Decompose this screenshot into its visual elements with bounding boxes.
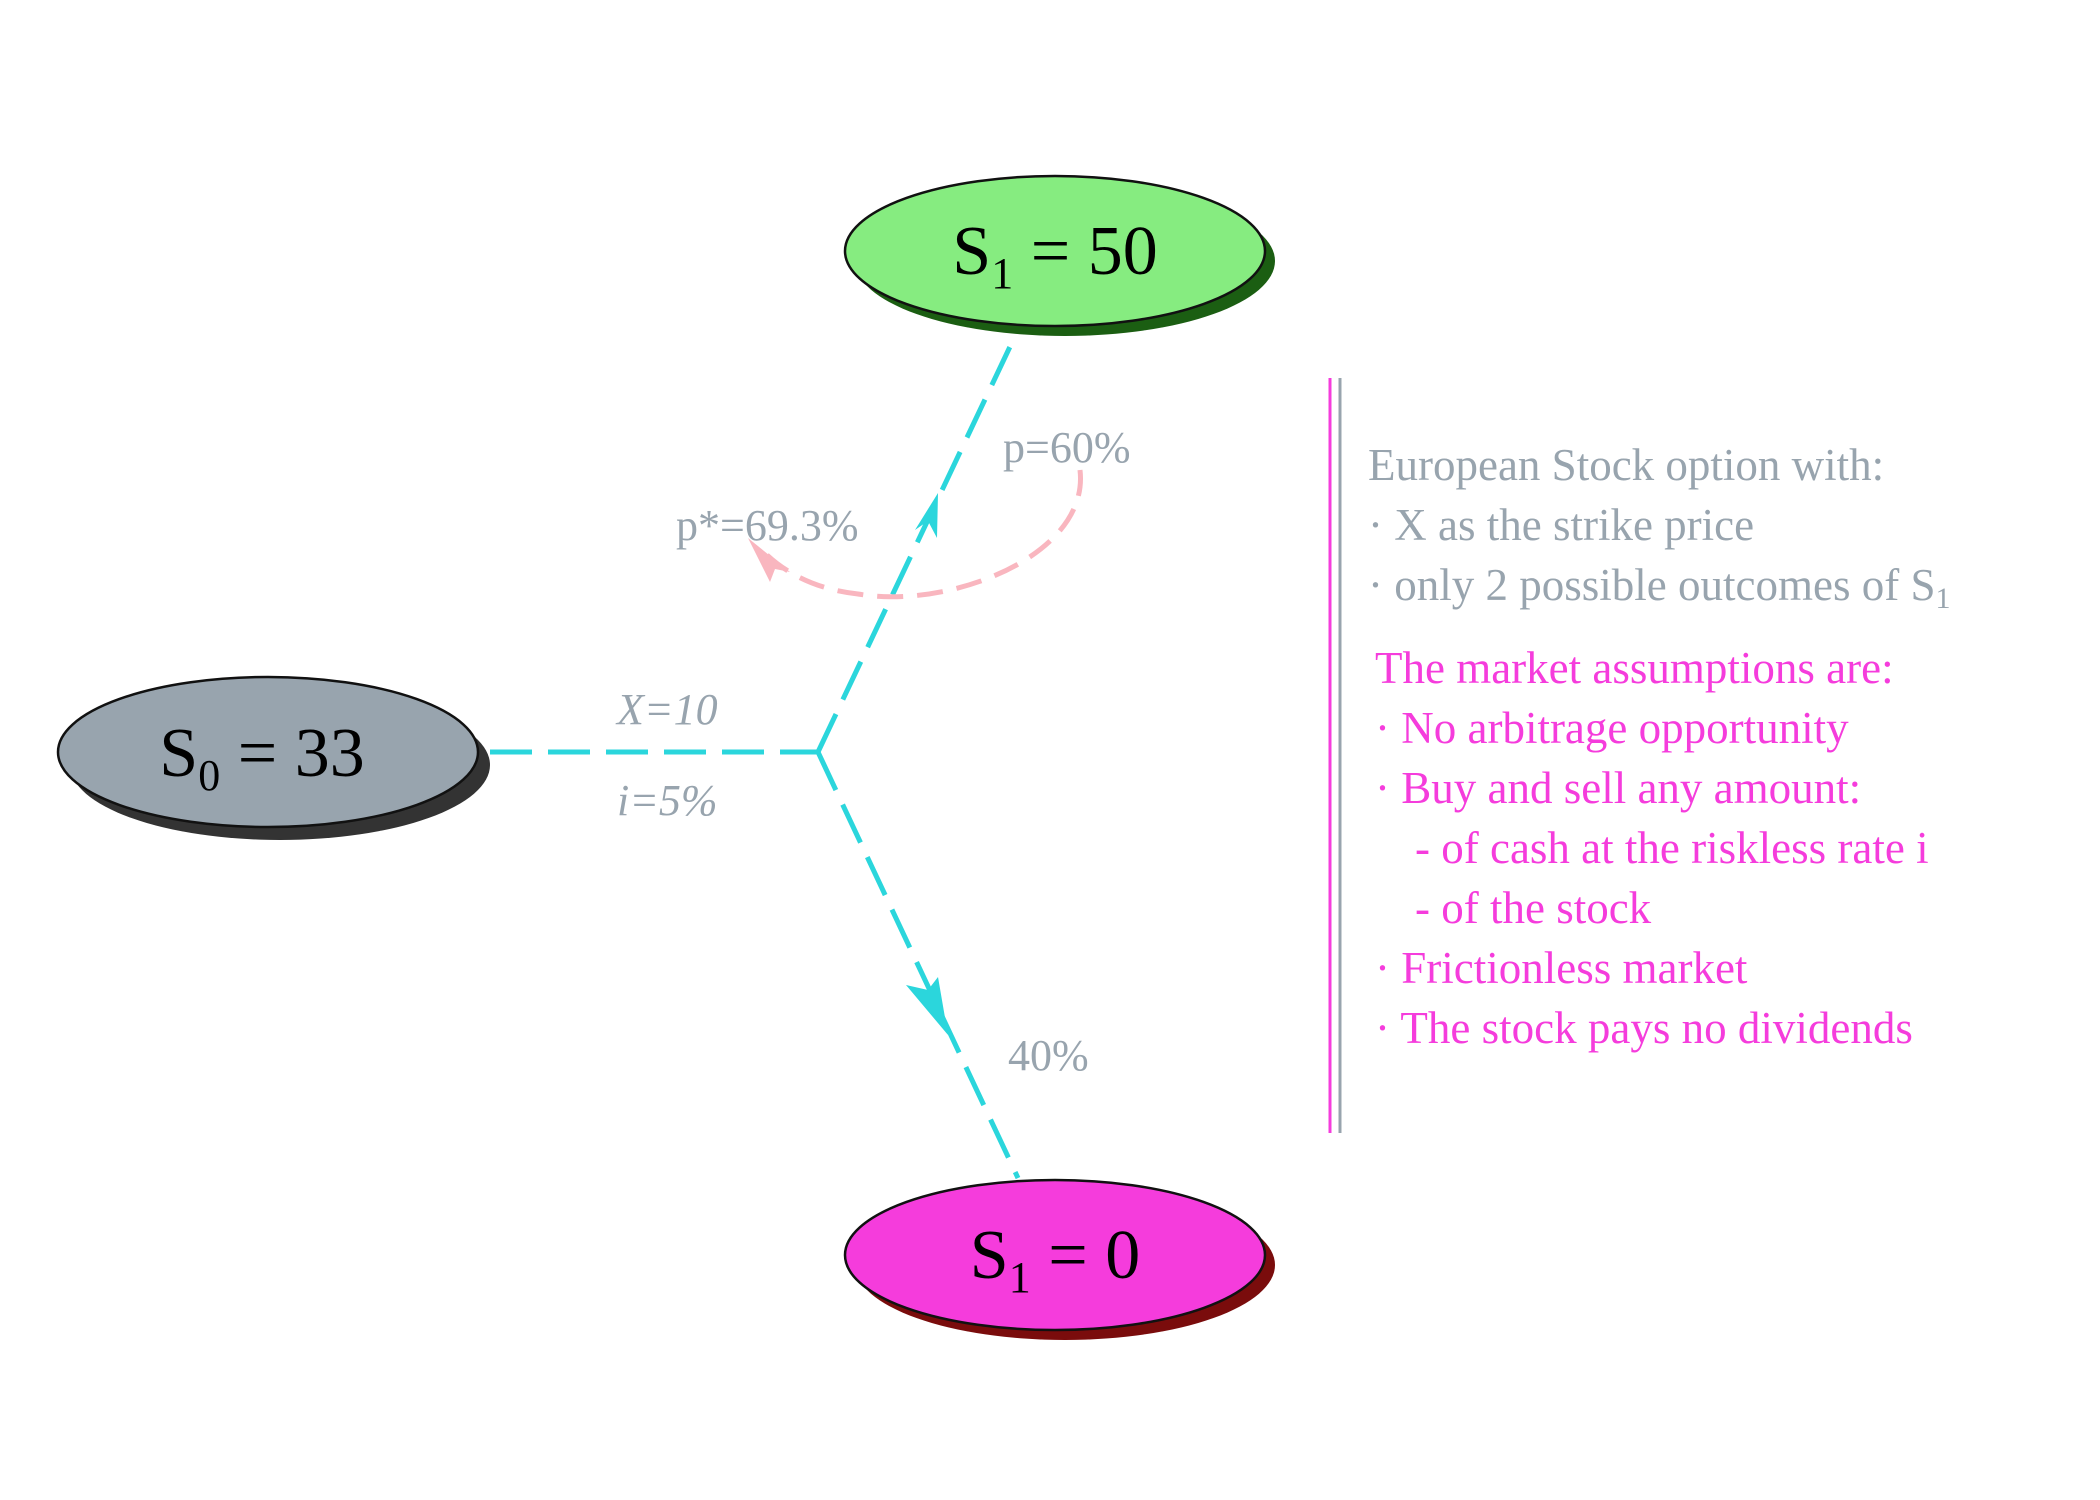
option-line: European Stock option with:	[1368, 440, 1885, 490]
assumption-heading: The market assumptions are:	[1375, 643, 1894, 693]
option-line: · X as the strike price	[1368, 500, 1755, 550]
strike-label: X=10	[615, 685, 718, 734]
assumption-subitem: - of cash at the riskless rate i	[1415, 823, 1929, 873]
node-up-label: S1 = 50	[952, 213, 1157, 298]
node-down-label: S1 = 0	[970, 1217, 1140, 1302]
assumption-subitem: - of the stock	[1415, 883, 1652, 933]
arrow-up-icon	[915, 493, 938, 538]
node-root-label: S0 = 33	[159, 715, 364, 800]
node-up: S1 = 50	[843, 174, 1275, 336]
p-real-label: p=60%	[1003, 423, 1130, 472]
edge-branch-to-down	[815, 750, 1021, 1180]
rate-label: i=5%	[617, 776, 718, 825]
arrow-down-icon	[906, 977, 948, 1035]
p-down-label: 40%	[1008, 1031, 1089, 1080]
node-down-ellipse	[843, 1178, 1267, 1332]
option-line-text: · only 2 possible outcomes of S	[1368, 560, 1936, 610]
option-line-subscript: 1	[1935, 582, 1951, 615]
assumption-item: · Frictionless market	[1375, 943, 1748, 993]
probability-curve	[758, 469, 1083, 600]
node-root-ellipse	[56, 675, 480, 829]
node-up-ellipse	[843, 174, 1267, 328]
node-root: S0 = 33	[56, 675, 490, 840]
assumption-item: · No arbitrage opportunity	[1375, 703, 1849, 753]
assumption-item: · The stock pays no dividends	[1375, 1003, 1913, 1053]
option-description: European Stock option with: · X as the s…	[1368, 435, 1950, 615]
market-assumptions: The market assumptions are: · No arbitra…	[1375, 638, 1929, 1058]
edge-branch-to-up	[815, 332, 1019, 754]
option-line: · only 2 possible outcomes of S1	[1368, 555, 1950, 615]
assumption-item: · Buy and sell any amount:	[1375, 763, 1862, 813]
tree-edges	[490, 332, 1021, 1180]
node-down: S1 = 0	[843, 1178, 1275, 1340]
probability-arrow-icon	[748, 538, 790, 582]
p-star-label: p*=69.3%	[676, 501, 858, 550]
